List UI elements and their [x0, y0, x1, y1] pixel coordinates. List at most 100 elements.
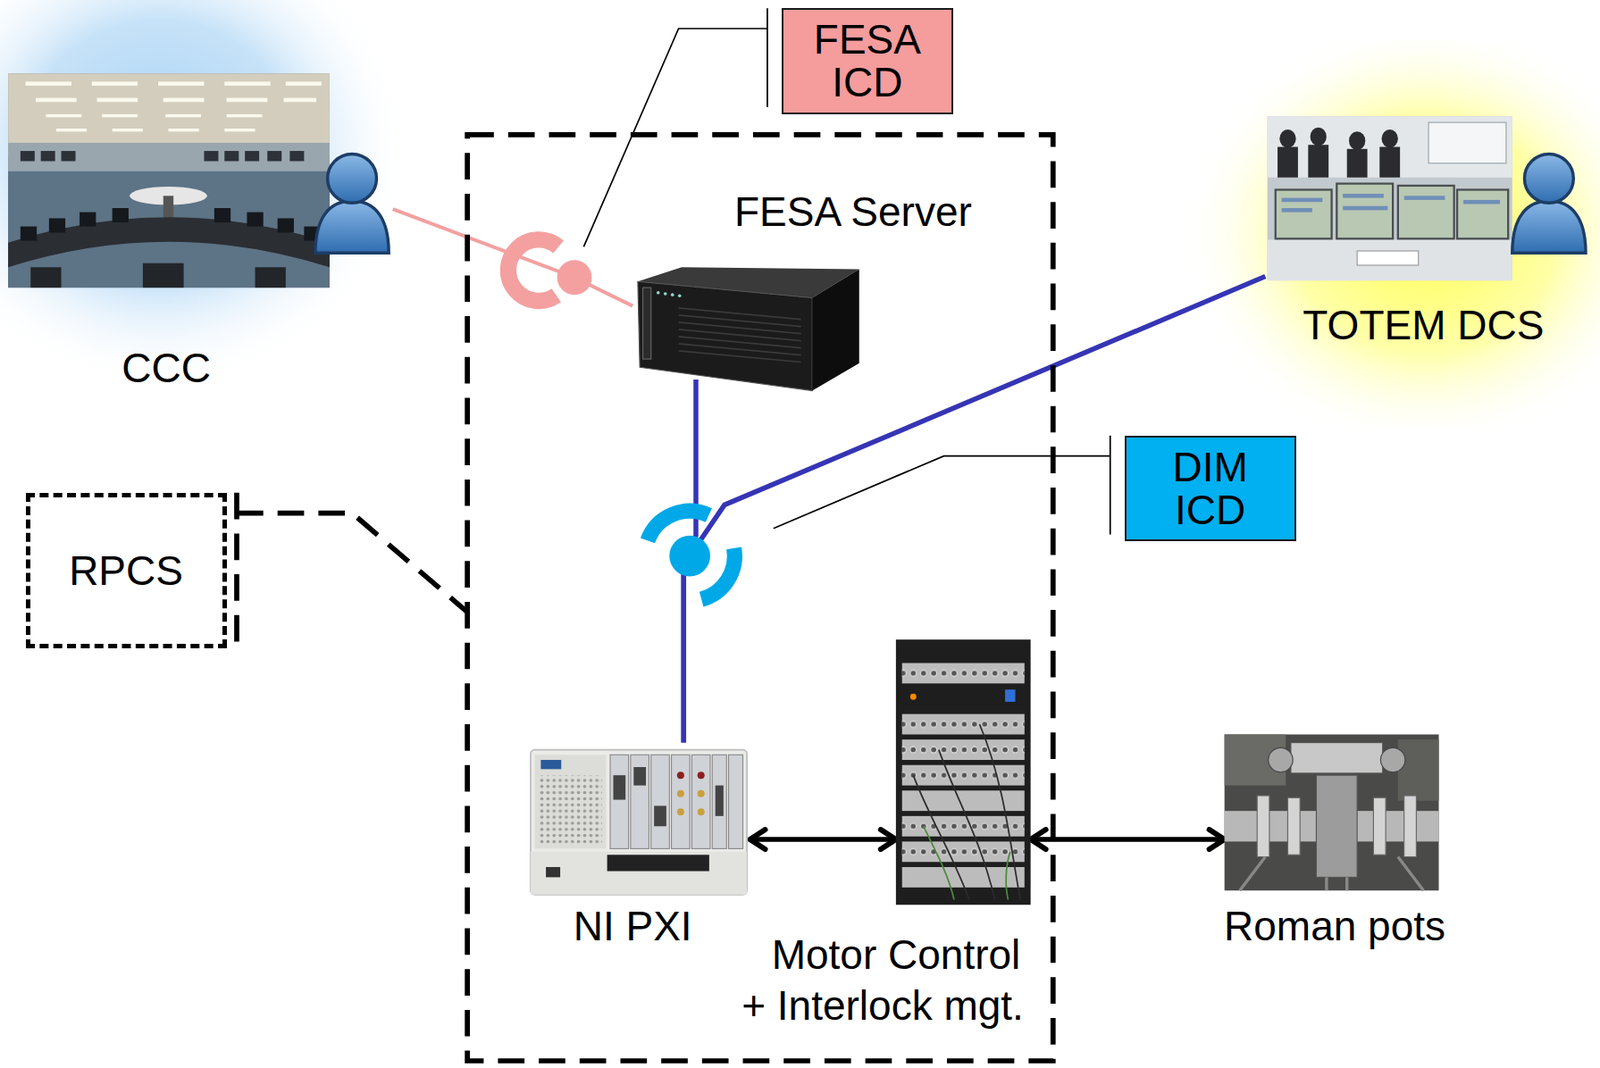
control-room-photo — [224, 150, 239, 161]
motor-rack-drawing — [902, 714, 1025, 736]
control-room-photo — [167, 128, 199, 132]
control-room-photo — [41, 150, 56, 161]
motor-rack-drawing — [913, 724, 1021, 900]
control-room-photo — [1398, 185, 1455, 239]
server-drawing — [678, 351, 802, 363]
control-room-photo — [8, 73, 330, 288]
dashed-boundary — [236, 513, 468, 613]
control-room-photo — [92, 81, 138, 86]
control-room-photo — [1428, 122, 1507, 164]
motor-rack-drawing — [902, 841, 1025, 863]
motor-rack-drawing — [902, 841, 1025, 863]
roman-pot-photo — [1268, 747, 1293, 772]
control-room-photo — [289, 150, 304, 161]
roman-pot-photo: Roman pots — [1224, 734, 1440, 891]
roman-pot-photo — [1373, 797, 1386, 855]
motor-rack-drawing — [902, 765, 1025, 787]
control-room-photo — [244, 150, 260, 161]
control-room-photo — [8, 73, 330, 288]
dim-interface-symbol — [647, 510, 735, 600]
dashed-boundary — [236, 134, 1054, 1062]
motor-rack-drawing — [902, 663, 1025, 863]
roman-pot-photo — [1224, 734, 1440, 891]
icd-box: FESA ICD — [781, 8, 954, 115]
pxi-chassis-drawing — [653, 805, 667, 827]
pxi-chassis-drawing — [671, 754, 691, 849]
motor-rack-drawing — [913, 775, 970, 900]
control-room: TOTEM DCS — [1264, 114, 1592, 285]
pxi-chassis-drawing — [612, 767, 723, 827]
fesa-interface-symbol — [557, 259, 593, 295]
roman-pot-photo — [1380, 747, 1405, 772]
pxi-chassis-drawing — [530, 852, 747, 896]
motor-rack: Motor Control + Interlock mgt. — [896, 639, 1031, 905]
control-room-photo — [1342, 206, 1388, 211]
pxi-chassis-drawing — [677, 771, 705, 780]
control-room-photo — [142, 263, 185, 288]
roman-pot-photo — [1404, 795, 1417, 858]
roman-pot-photo — [1256, 795, 1270, 858]
pxi-chassis-drawing — [712, 754, 727, 849]
control-room-photo — [101, 114, 138, 118]
leader-line — [1109, 435, 1112, 536]
motor-rack-drawing — [902, 714, 1025, 736]
control-room-photo — [1382, 129, 1399, 149]
pxi-chassis-drawing — [535, 754, 607, 849]
control-room-photo — [1281, 198, 1324, 203]
pxi-chassis-drawing — [610, 754, 629, 849]
motor-rack-drawing — [896, 639, 1031, 905]
control-room-photo — [20, 150, 35, 161]
control-room-photo — [224, 128, 255, 132]
roman-pot-photo — [1398, 739, 1440, 802]
control-room-photo — [163, 195, 174, 218]
control-room-photo — [20, 150, 305, 161]
control-room-photo — [1357, 251, 1419, 266]
control-room-photo — [1275, 184, 1508, 240]
control-room-photo — [1267, 116, 1513, 281]
control-room-photo — [30, 267, 61, 288]
control-room-photo — [45, 114, 82, 118]
control-room-photo — [1277, 127, 1400, 178]
caption-label: Roman pots — [1223, 903, 1446, 951]
fesa-interface-symbol — [508, 239, 559, 302]
server-drawing — [678, 293, 682, 298]
roman-pot-photo — [1315, 775, 1358, 878]
leader-line — [583, 8, 1110, 535]
server-drawing — [812, 269, 860, 392]
caption-label: Motor Control + Interlock mgt. — [737, 929, 1029, 1033]
pxi-chassis-drawing — [607, 854, 710, 872]
link-line — [393, 209, 633, 307]
pxi-chassis-drawing — [540, 760, 562, 770]
roman-pot-photo — [1324, 877, 1328, 891]
motor-rack-drawing — [1005, 852, 1011, 901]
leader-line — [773, 456, 1111, 529]
server-drawing — [656, 291, 661, 295]
control-room-photo — [61, 150, 76, 161]
control-room-photo — [158, 81, 204, 86]
dim-interface-symbol — [669, 536, 711, 578]
motor-rack-drawing — [902, 663, 1025, 685]
control-room-photo — [8, 171, 330, 288]
control-room-photo — [255, 267, 286, 288]
server-drawing — [643, 287, 652, 360]
control-room-photo — [25, 81, 72, 86]
control-room-photo — [163, 98, 205, 103]
server-drawing — [637, 267, 860, 391]
control-room-photo — [112, 128, 143, 132]
control-room: CCC — [8, 73, 394, 290]
pxi-chassis-drawing — [728, 754, 744, 849]
control-room-photo — [20, 226, 37, 242]
pxi-chassis-drawing — [697, 808, 705, 816]
control-room-photo — [214, 208, 231, 223]
control-room-photo — [1281, 193, 1500, 213]
pxi-chassis-drawing — [633, 767, 646, 787]
control-room-photo — [112, 208, 129, 223]
control-room-photo — [246, 212, 263, 227]
caption-label: CCC — [121, 344, 211, 393]
dashed-box: RPCS — [25, 493, 227, 650]
control-room-photo — [79, 212, 96, 227]
motor-rack-drawing — [910, 694, 917, 701]
control-room-photo — [1342, 193, 1384, 199]
control-room-photo — [1457, 189, 1508, 239]
control-room-photo — [1281, 208, 1313, 213]
